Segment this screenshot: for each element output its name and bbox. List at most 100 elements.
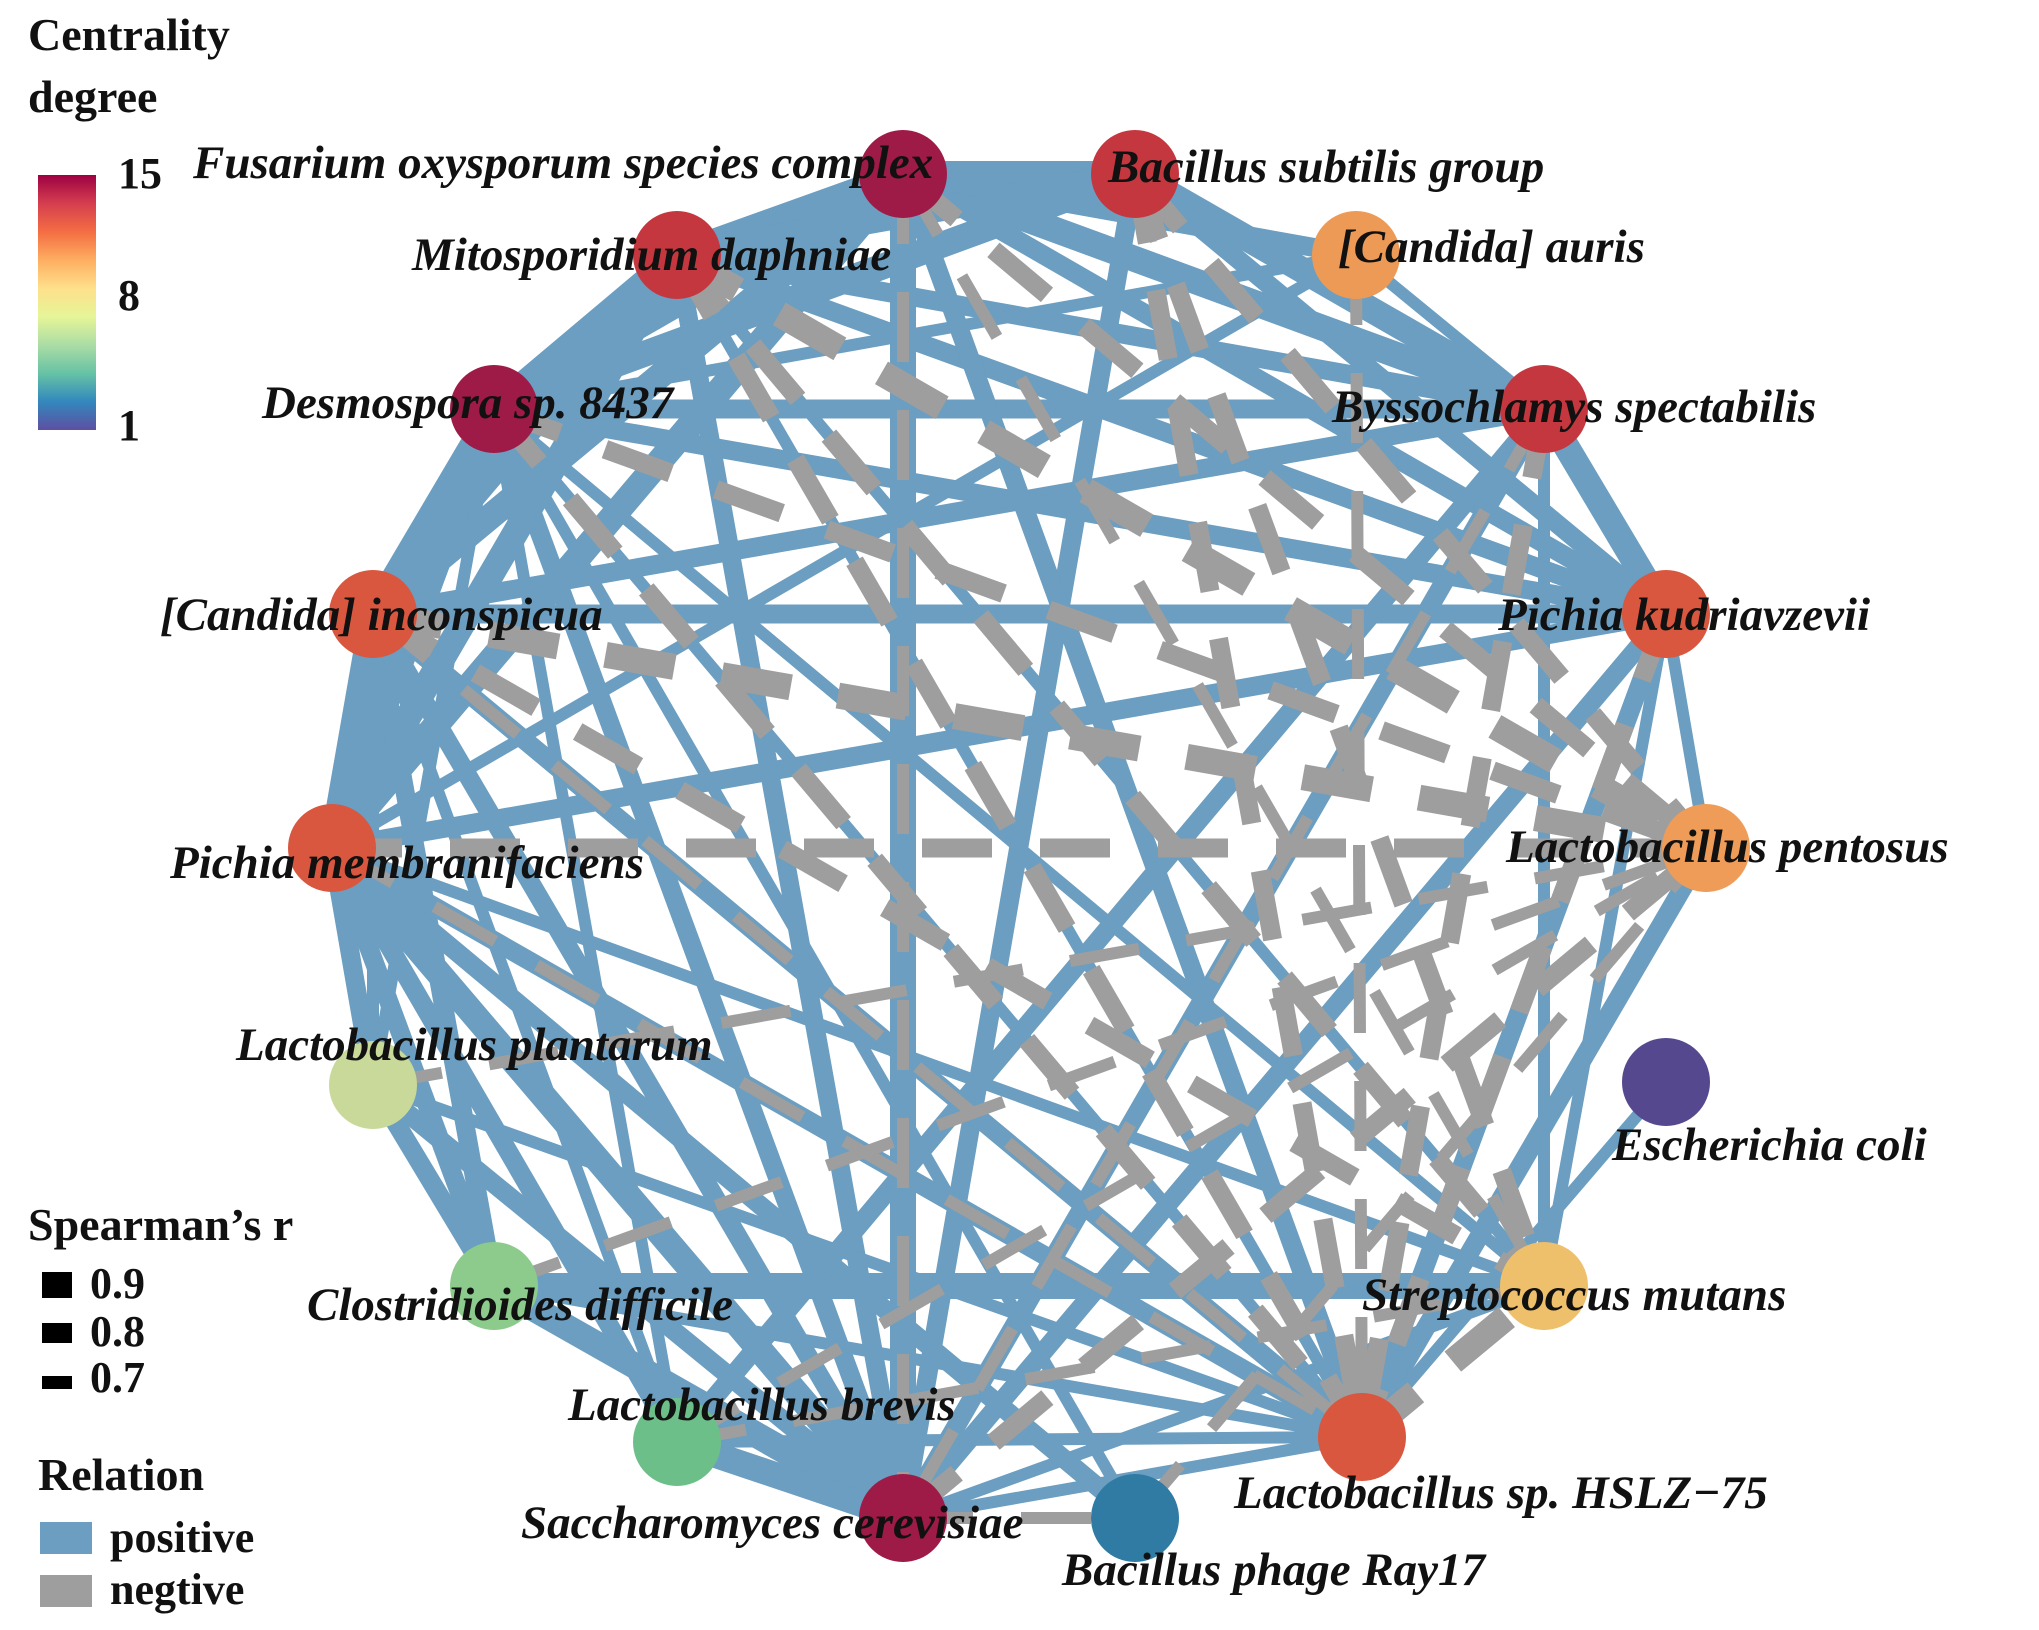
node-byssochlamys: [1500, 365, 1588, 453]
node-cinconspicua: [329, 570, 417, 658]
centrality-legend-title-line1: Centrality: [28, 9, 230, 60]
node-label-pmembranifaciens: Pichia membranifaciens: [169, 837, 644, 889]
edge-lbrevis-pmembranifaciens: [323, 843, 686, 1447]
edge-pkudriavzevii-mitosporidium: [673, 246, 1670, 623]
edge-bsubtilis-pkudriavzevii: [1128, 166, 1673, 622]
edge-byssochlamys-cinconspicua: [371, 399, 1546, 624]
edges-layer: [319, 161, 1715, 1531]
edge-scerevisiae-mitosporidium: [667, 253, 913, 1520]
edge-cdifficile-lpentosus: [491, 842, 1709, 1292]
edge-cauris-lsphslz: [1350, 254, 1368, 1438]
edge-pmembranifaciens-lsphslz: [329, 842, 1365, 1443]
edge-scerevisiae-desmospora: [485, 405, 912, 1522]
edge-pmembranifaciens-smutans: [329, 842, 1547, 1292]
node-pmembranifaciens: [288, 804, 376, 892]
edge-lbrevis-smutans: [675, 1280, 1546, 1448]
edge-lplantarum-desmospora: [367, 407, 500, 1087]
spearman-legend-title: Spearman’s r: [28, 1199, 293, 1250]
spearman-key-0.8: [42, 1323, 72, 1343]
relation-label-negative: negtive: [110, 1565, 244, 1614]
node-label-mitosporidium: Mitosporidium daphniae: [411, 229, 891, 281]
edge-bsubtilis-lpentosus: [1127, 167, 1714, 855]
node-label-lpentosus: Lactobacillus pentosus: [1505, 821, 1949, 873]
node-label-fusarium: Fusarium oxysporum species complex: [192, 137, 933, 189]
edge-fusarium-smutans: [897, 171, 1550, 1289]
edge-lbrevis-lsphslz: [676, 1431, 1363, 1448]
node-scerevisiae: [859, 1474, 947, 1562]
centrality-legend: Centrality degree 15 8 1: [28, 9, 230, 450]
edge-lpentosus-lsphslz: [1356, 844, 1712, 1441]
edge-lbrevis-cinconspicua: [367, 611, 683, 1445]
edge-cinconspicua-lsphslz: [369, 609, 1366, 1442]
spearman-key-0.7: [42, 1376, 72, 1389]
spearman-key-0.9: [42, 1272, 72, 1298]
node-smutans: [1500, 1242, 1588, 1330]
edge-scerevisiae-lpentosus: [896, 840, 1713, 1526]
node-fusarium: [859, 130, 947, 218]
node-label-cdifficile: Clostridioides difficile: [307, 1279, 733, 1331]
node-label-pkudriavzevii: Pichia kudriavzevii: [1497, 589, 1870, 641]
edge-cauris-desmospora: [492, 249, 1358, 415]
node-lpentosus: [1662, 804, 1750, 892]
edge-desmospora-lpentosus: [490, 400, 1710, 857]
edge-phage-desmospora: [488, 405, 1141, 1522]
node-label-bsubtilis: Bacillus subtilis group: [1107, 141, 1544, 193]
edge-byssochlamys-lsphslz: [1352, 407, 1554, 1439]
node-phage: [1091, 1474, 1179, 1562]
centrality-legend-mid: 8: [118, 271, 140, 320]
edge-pkudriavzevii-lsphslz: [1353, 610, 1675, 1441]
centrality-colorbar: [38, 175, 96, 430]
nodes-layer: [288, 130, 1750, 1562]
edge-smutans-pkudriavzevii: [1538, 612, 1672, 1288]
node-lbrevis: [633, 1398, 721, 1486]
node-label-lbrevis: Lactobacillus brevis: [567, 1379, 956, 1431]
node-cauris: [1312, 211, 1400, 299]
node-label-scerevisiae: Saccharomyces cerevisiae: [521, 1497, 1023, 1549]
node-lsphslz: [1318, 1393, 1406, 1481]
edge-mitosporidium-lpentosus: [670, 243, 1713, 860]
centrality-legend-title-line2: degree: [28, 71, 157, 122]
node-label-lsphslz: Lactobacillus sp. HSLZ−75: [1233, 1467, 1768, 1519]
spearman-label-0.8: 0.8: [90, 1307, 145, 1356]
relation-legend-title: Relation: [38, 1449, 204, 1500]
edge-byssochlamys-scerevisiae: [897, 405, 1550, 1522]
node-label-byssochlamys: Byssochlamys spectabilis: [1331, 381, 1816, 433]
centrality-legend-min: 1: [118, 401, 140, 450]
centrality-legend-max: 15: [118, 149, 162, 198]
edge-lbrevis-desmospora: [488, 407, 683, 1444]
node-label-ecoli: Escherichia coli: [1611, 1119, 1927, 1171]
node-label-phage: Bacillus phage Ray17: [1061, 1544, 1488, 1596]
edge-pmembranifaciens-phage: [325, 840, 1142, 1526]
edge-bsubtilis-lsphslz: [1125, 172, 1372, 1439]
node-cdifficile: [450, 1242, 538, 1330]
node-desmospora: [450, 365, 538, 453]
edge-lplantarum-lpentosus: [371, 842, 1708, 1091]
edge-cinconspicua-lpentosus: [370, 601, 1709, 861]
edge-phage-lpentosus: [1130, 844, 1711, 1522]
edge-cinconspicua-smutans: [368, 605, 1549, 1295]
node-lplantarum: [329, 1041, 417, 1129]
edge-fusarium-cinconspicua: [364, 163, 912, 625]
edge-bsubtilis-smutans: [1126, 170, 1553, 1290]
relation-key-negative: [40, 1575, 92, 1607]
spearman-label-0.9: 0.9: [90, 1259, 145, 1308]
node-label-cinconspicua: [Candida] inconspicua: [160, 589, 603, 641]
edge-cdifficile-cinconspicua: [363, 612, 504, 1288]
node-label-cauris: [Candida] auris: [1338, 221, 1645, 273]
node-label-lplantarum: Lactobacillus plantarum: [235, 1019, 713, 1071]
relation-label-positive: positive: [110, 1513, 254, 1562]
node-label-smutans: Streptococcus mutans: [1362, 1269, 1786, 1321]
node-bsubtilis: [1091, 130, 1179, 218]
relation-legend: Relation positive negtive: [38, 1449, 254, 1614]
edge-cdifficile-lsphslz: [492, 1280, 1364, 1443]
spearman-label-0.7: 0.7: [90, 1353, 145, 1402]
edge-fusarium-lpentosus: [896, 166, 1713, 856]
node-label-desmospora: Desmospora sp. 8437: [261, 377, 676, 429]
node-mitosporidium: [633, 211, 721, 299]
relation-key-positive: [40, 1522, 92, 1554]
spearman-legend: Spearman’s r 0.9 0.8 0.7: [28, 1199, 293, 1402]
node-pkudriavzevii: [1622, 570, 1710, 658]
edge-lplantarum-lsphslz: [370, 1079, 1365, 1443]
